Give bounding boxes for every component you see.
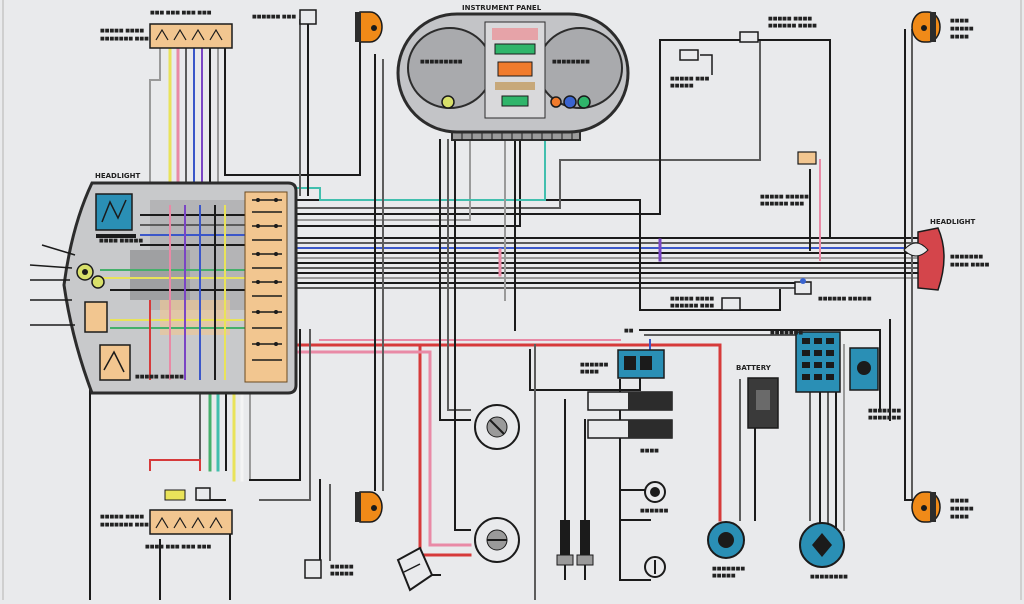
switch-icon: ■■■■■ ■■■ ■■■■■ bbox=[670, 49, 713, 89]
svg-text:■■■■■■■: ■■■■■■■ bbox=[712, 566, 745, 572]
svg-text:■■■■: ■■■■ bbox=[950, 498, 969, 504]
switch-icon bbox=[95, 193, 133, 231]
connector-icon: ■■■■■ ■■■■ ■■■■■■■ ■■■ ■■■ ■■■ ■■■ ■■■ bbox=[100, 10, 233, 49]
svg-text:■■■■■■■ ■■■: ■■■■■■■ ■■■ bbox=[100, 522, 149, 528]
switch-icon: ■■■■■ ■■■■ ■■■■■■ ■■■■ bbox=[739, 16, 817, 43]
switch-icon: ■■■■■ ■■■■ ■■■■■■ ■■■ bbox=[670, 296, 741, 311]
svg-text:■■■■■ ■■■■■: ■■■■■ ■■■■■ bbox=[135, 374, 184, 380]
svg-text:■■■■ ■■■■: ■■■■ ■■■■ bbox=[950, 262, 990, 268]
svg-text:■■■■ ■■■■■: ■■■■ ■■■■■ bbox=[99, 238, 143, 244]
svg-text:■■■■: ■■■■ bbox=[950, 514, 969, 520]
switch-icon: ■■■■■■ ■■■■■ bbox=[794, 278, 872, 302]
battery-icon: BATTERY bbox=[736, 364, 779, 429]
svg-text:■■■■■■■■: ■■■■■■■■ bbox=[552, 59, 590, 65]
switch-icon: ■■■■■■ ■■■■ ■■ bbox=[580, 328, 665, 379]
svg-text:■■■■■ ■■■■: ■■■■■ ■■■■ bbox=[100, 514, 144, 520]
svg-text:■■■■: ■■■■ bbox=[580, 369, 599, 375]
turn-signal-icon: ■■■■ ■■■■■ ■■■■ bbox=[911, 11, 974, 43]
battery-label: BATTERY bbox=[736, 364, 772, 372]
svg-text:■■■■■■■: ■■■■■■■ bbox=[950, 254, 983, 260]
svg-text:■■■■■: ■■■■■ bbox=[712, 573, 736, 579]
spark-plug-icon bbox=[576, 520, 594, 580]
wire-harness bbox=[89, 19, 919, 601]
svg-text:■■■■■■■: ■■■■■■■ bbox=[868, 415, 901, 421]
turn-signal-icon bbox=[355, 11, 383, 43]
svg-text:■■■■■■■ ■■■: ■■■■■■■ ■■■ bbox=[100, 36, 149, 42]
headlight-housing: HEADLIGHT ■■■■ ■■■■■ ■■■■■ ■■■■■ bbox=[29, 172, 298, 395]
coil-icon: ■■■■ bbox=[587, 391, 673, 454]
svg-text:■■■■■■ ■■■: ■■■■■■ ■■■ bbox=[670, 303, 714, 309]
instrument-panel-label: INSTRUMENT PANEL bbox=[462, 4, 542, 12]
turn-signal-icon: ■■■■ ■■■■■ ■■■■ bbox=[911, 491, 974, 523]
switch-icon: ■■■■■ ■■■■■ ■■■■■■ ■■■ bbox=[760, 151, 817, 207]
svg-text:■■■■■: ■■■■■ bbox=[330, 564, 354, 570]
svg-text:■■■■■ ■■■■: ■■■■■ ■■■■ bbox=[670, 296, 714, 302]
svg-text:■■■■ ■■■ ■■■ ■■■: ■■■■ ■■■ ■■■ ■■■ bbox=[145, 544, 211, 550]
connector-icon: ■■■■■■ ■■■ bbox=[252, 9, 317, 25]
svg-text:■■■■■■ ■■■: ■■■■■■ ■■■ bbox=[252, 14, 296, 20]
svg-text:■■■■■■■■: ■■■■■■■■ bbox=[810, 574, 848, 580]
svg-text:■■■■■■ ■■■■: ■■■■■■ ■■■■ bbox=[768, 23, 817, 29]
svg-text:■■■ ■■■ ■■■ ■■■: ■■■ ■■■ ■■■ ■■■ bbox=[150, 10, 212, 16]
svg-text:■■■■■■■: ■■■■■■■ bbox=[770, 330, 803, 336]
spark-plug-icon bbox=[556, 520, 574, 580]
connector-icon: ■■■■■ ■■■■ ■■■■■■■ ■■■ ■■■■ ■■■ ■■■ ■■■ bbox=[100, 489, 233, 550]
taillight-icon: HEADLIGHT ■■■■■■■ ■■■■ ■■■■ bbox=[903, 218, 990, 291]
svg-text:■■■■■ ■■■■: ■■■■■ ■■■■ bbox=[100, 28, 144, 34]
svg-text:■■■■: ■■■■ bbox=[950, 34, 969, 40]
headlight-right-label: HEADLIGHT bbox=[930, 218, 976, 226]
regulator-icon: ■■■■■■■ ■■■■■■■ bbox=[849, 347, 901, 421]
svg-text:■■■■■: ■■■■■ bbox=[330, 571, 354, 577]
switch-icon bbox=[474, 404, 520, 450]
svg-text:■■■■■■: ■■■■■■ bbox=[580, 362, 609, 368]
switch-icon bbox=[474, 517, 520, 563]
svg-text:■■■■■ ■■■■: ■■■■■ ■■■■ bbox=[768, 16, 812, 22]
svg-text:■■■■■: ■■■■■ bbox=[950, 506, 974, 512]
svg-text:■■■■: ■■■■ bbox=[640, 448, 659, 454]
instrument-panel-icon: ■■■■■■■■■ ■■■■■■■■ INSTRUMENT PANEL bbox=[396, 4, 630, 141]
alternator-icon: ■■■■■■■ ■■■■■ bbox=[707, 521, 745, 579]
switch-icon bbox=[644, 556, 666, 578]
svg-text:■■■■■ ■■■: ■■■■■ ■■■ bbox=[670, 76, 710, 82]
svg-text:■■■■■: ■■■■■ bbox=[950, 26, 974, 32]
svg-text:■■■■: ■■■■ bbox=[950, 18, 969, 24]
switch-icon: ■■■■■■ bbox=[640, 481, 669, 514]
svg-text:■■■■■■: ■■■■■■ bbox=[640, 508, 669, 514]
svg-text:■■■■■■■: ■■■■■■■ bbox=[868, 408, 901, 414]
regulator-icon: ■■■■■■■ bbox=[770, 330, 841, 393]
svg-text:■■■■■ ■■■■■: ■■■■■ ■■■■■ bbox=[760, 194, 809, 200]
svg-text:■■■■■■ ■■■■■: ■■■■■■ ■■■■■ bbox=[818, 296, 872, 302]
connector-icon: ■■■■■ ■■■■■ bbox=[304, 559, 354, 579]
horn-icon bbox=[396, 546, 434, 592]
svg-text:■■: ■■ bbox=[624, 328, 634, 334]
starter-motor-icon: ■■■■■■■■ bbox=[799, 522, 848, 580]
svg-text:■■■■■■ ■■■: ■■■■■■ ■■■ bbox=[760, 201, 804, 207]
svg-text:■■■■■■■■■: ■■■■■■■■■ bbox=[420, 59, 463, 65]
svg-text:■■■■■: ■■■■■ bbox=[670, 83, 694, 89]
headlight-left-label: HEADLIGHT bbox=[95, 172, 141, 180]
turn-signal-icon bbox=[355, 491, 383, 523]
connector-icon bbox=[195, 487, 211, 501]
